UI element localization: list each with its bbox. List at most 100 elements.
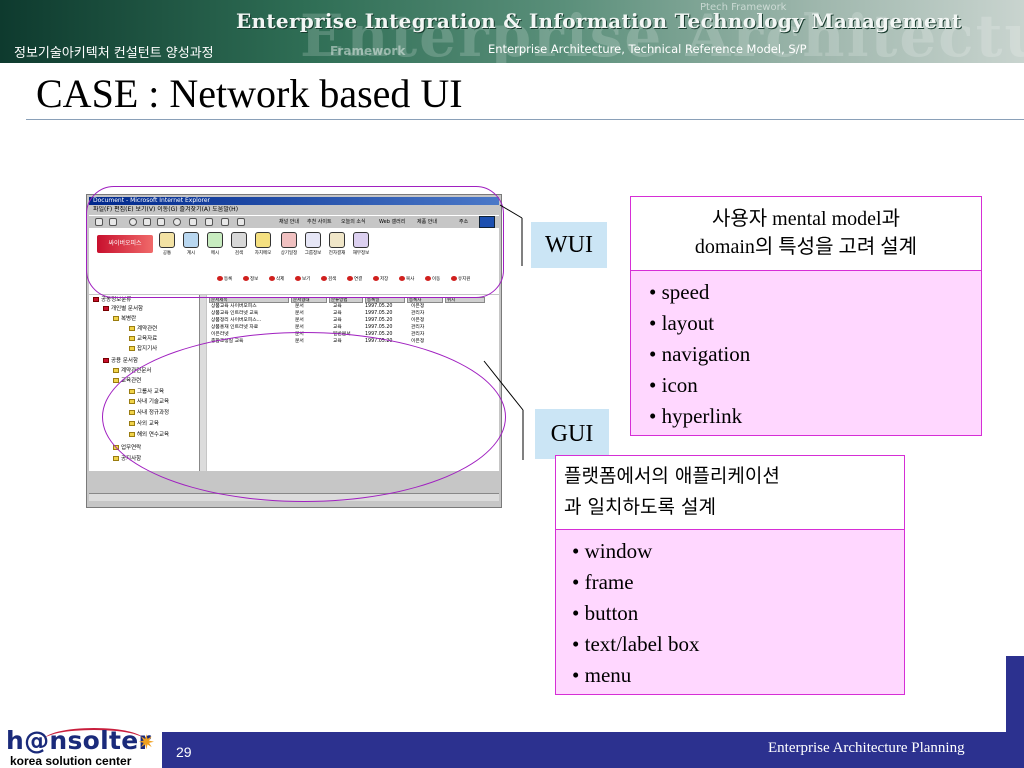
action-maintain: 유지원	[451, 276, 470, 283]
tree-item: 공용 문서함	[103, 358, 138, 365]
star-icon: ✷	[138, 730, 155, 754]
common-icon-label: 공통	[162, 251, 172, 256]
list-cell: 교육	[333, 304, 342, 309]
search-icon	[173, 218, 181, 226]
gui-design-box: 플랫폼에서의 애플리케이션 과 일치하도록 설계 window frame bu…	[555, 455, 905, 695]
list-cell: 이은라넷	[211, 332, 229, 337]
link-recommended: 추천 사이트	[307, 219, 332, 225]
gui-label: GUI	[535, 409, 609, 459]
gui-heading-line2: 과 일치하도록 설계	[564, 496, 716, 518]
gui-heading-line1: 플랫폼에서의 애플리케이션	[564, 465, 780, 487]
slide-title: CASE : Network based UI	[36, 71, 463, 116]
action-view: 보기	[295, 276, 310, 283]
tree-item: 잡지기사	[129, 346, 157, 353]
link-news: 오늘의 소식	[341, 219, 366, 225]
group-info-icon-label: 그룹정보	[304, 251, 322, 256]
wui-label: WUI	[531, 222, 607, 268]
list-item: navigation	[649, 339, 981, 370]
list-cell: 교육	[333, 325, 342, 330]
finance-icon	[353, 232, 369, 248]
company-logo: h@nsolter ✷ korea solution center	[4, 726, 160, 768]
footer-caption: Enterprise Architecture Planning	[768, 740, 965, 756]
list-item: speed	[649, 277, 981, 308]
web-page-header: 싸이버오피스 공통 계시 메시 검색 자치메모 상기일정 그룹정보 전자결재 재…	[89, 228, 499, 294]
list-cell: 상품교육 사이버오피스	[211, 304, 257, 309]
search-page-icon-label: 검색	[234, 251, 244, 256]
page-number: 29	[176, 744, 192, 760]
list-cell: 상품정리 사이버오피스...	[211, 318, 262, 323]
list-cell: 이은정	[411, 318, 425, 323]
list-cell: 1997.05.20	[365, 311, 393, 316]
action-delete: 삭제	[269, 276, 284, 283]
wui-design-box: 사용자 mental model과 domain의 특성을 고려 설계 spee…	[630, 196, 982, 436]
list-item: hyperlink	[649, 401, 981, 432]
print-icon	[205, 218, 213, 226]
course-caption: 정보기술아키텍처 컨설턴트 양성과정	[14, 46, 214, 61]
action-register: 등록	[217, 276, 232, 283]
list-cell: 상품교육 인트라넷 교육	[211, 311, 259, 316]
gui-highlight-ellipse	[102, 332, 506, 502]
list-item: icon	[649, 370, 981, 401]
gui-connector-top	[483, 360, 524, 411]
action-search: 검색	[321, 276, 336, 283]
common-icon	[159, 232, 175, 248]
memo-icon-label: 자치메모	[254, 251, 272, 256]
mail-icon	[237, 218, 245, 226]
list-cell: 문서	[295, 318, 304, 323]
list-item: menu	[572, 660, 904, 691]
address-label: 주소	[459, 219, 469, 225]
wui-heading-line1: 사용자 mental model과	[711, 208, 900, 230]
list-cell: 교육	[333, 311, 342, 316]
home-icon	[157, 218, 165, 226]
link-products: 제품 안내	[417, 219, 437, 225]
back-icon	[95, 218, 103, 226]
logo-arc	[44, 728, 144, 752]
gui-box-list: window frame button text/label box menu	[556, 530, 904, 694]
list-item: button	[572, 598, 904, 629]
list-cell: 관리자	[411, 311, 425, 316]
list-cell: 문서	[295, 325, 304, 330]
list-item: frame	[572, 567, 904, 598]
title-divider	[26, 119, 1024, 120]
banner-watermark: Enterprise Architecture Mo	[300, 2, 1024, 63]
banner-title: Enterprise Integration & Information Tec…	[236, 9, 962, 33]
list-cell: 상품홍재 인트라넷 자료	[211, 325, 259, 330]
action-move: 이동	[425, 276, 440, 283]
tree-item: 복병란	[113, 316, 136, 323]
group-info-icon	[305, 232, 321, 248]
forward-icon	[109, 218, 117, 226]
search-page-icon	[231, 232, 247, 248]
tree-item: 교육자료	[129, 336, 157, 343]
list-cell: 1997.05.20	[365, 304, 393, 309]
action-info: 정보	[243, 276, 258, 283]
board-icon	[183, 232, 199, 248]
refresh-icon	[143, 218, 151, 226]
cyberoffice-logo: 싸이버오피스	[97, 235, 153, 253]
list-cell: 1997.05.20	[365, 332, 393, 337]
list-item: text/label box	[572, 629, 904, 660]
list-cell: 이은정	[411, 339, 425, 344]
gui-box-heading: 플랫폼에서의 애플리케이션 과 일치하도록 설계	[556, 456, 904, 530]
list-cell: 이은정	[411, 304, 425, 309]
logo-name: h@nsolter	[6, 726, 152, 755]
list-cell: 관리자	[411, 325, 425, 330]
topic-caption: Enterprise Architecture, Technical Refer…	[488, 42, 807, 56]
browser-statusbar	[89, 501, 499, 506]
wui-box-heading: 사용자 mental model과 domain의 특성을 고려 설계	[631, 197, 981, 271]
tree-item: 계약관련	[129, 326, 157, 333]
browser-menubar: 파일(F) 편집(E) 보기(V) 이동(G) 즐겨찾기(A) 도움말(H)	[93, 206, 239, 213]
tree-item: 개인별 문서함	[103, 306, 143, 313]
tree-item: 공동정보분류	[93, 297, 131, 304]
action-save: 저장	[373, 276, 388, 283]
header-banner: Enterprise Architecture Mo Framework Pte…	[0, 0, 1024, 63]
favorites-icon	[189, 218, 197, 226]
ie-logo-icon	[479, 216, 495, 228]
board-icon-label: 계시	[186, 251, 196, 256]
schedule-icon-label: 상기일정	[280, 251, 298, 256]
list-cell: 교육	[333, 318, 342, 323]
list-cell: 문서	[295, 311, 304, 316]
list-item: window	[572, 536, 904, 567]
footer-bar	[162, 732, 1024, 768]
list-cell: 1997.05.20	[365, 325, 393, 330]
